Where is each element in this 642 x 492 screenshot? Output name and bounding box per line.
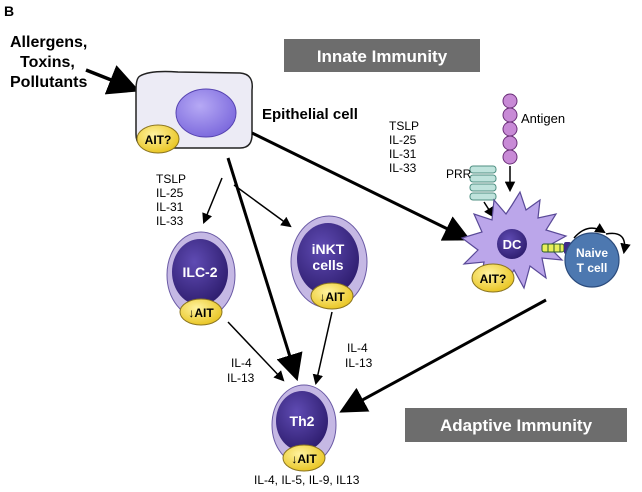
epithelial-cytokines-left: TSLP IL-25 IL-31 IL-33 <box>156 172 186 228</box>
naive-t-feedback-arrow-right <box>605 232 631 255</box>
il13-right: IL-13 <box>345 356 373 370</box>
arrow-to-ilc2 <box>202 177 223 224</box>
ilc2-label: ILC-2 <box>183 264 218 280</box>
il4-right: IL-4 <box>347 341 368 355</box>
epithelial-ait-label: AIT? <box>145 133 172 147</box>
naive-t-feedback-arrow-top <box>573 223 606 239</box>
arrow-inkt-to-th2 <box>312 311 333 386</box>
cytokine-il33-right: IL-33 <box>389 161 417 175</box>
naive-t-cell: Naive T cell <box>564 232 620 288</box>
cytokine-il25-right: IL-25 <box>389 133 417 147</box>
trigger-toxins: Toxins, <box>20 54 75 71</box>
trigger-arrow <box>85 65 140 95</box>
adaptive-immunity-label: Adaptive Immunity <box>440 416 593 435</box>
ilc2-ait-label: ↓AIT <box>188 306 214 320</box>
arrow-naive-to-th2 <box>339 298 547 413</box>
dc-label: DC <box>503 237 522 252</box>
antigen-chain <box>502 93 518 165</box>
arrow-ilc2-to-th2 <box>227 321 285 382</box>
cytokine-tslp-right: TSLP <box>389 119 419 133</box>
arrow-to-inkt <box>233 184 292 228</box>
epithelial-cytokines-right: TSLP IL-25 IL-31 IL-33 <box>389 119 419 175</box>
naive-t-label-line1: Naive <box>576 246 608 260</box>
cytokine-tslp: TSLP <box>156 172 186 186</box>
cytokine-il33: IL-33 <box>156 214 184 228</box>
naive-t-label-line2: T cell <box>577 261 608 275</box>
prr-label: PRR <box>446 167 472 181</box>
dendritic-cell: DC AIT? <box>460 190 568 293</box>
antigen-label: Antigen <box>521 111 565 126</box>
epithelial-ait-badge <box>136 124 180 154</box>
cytokine-il25: IL-25 <box>156 186 184 200</box>
il13-left: IL-13 <box>227 371 255 385</box>
th2-ait-badge <box>282 444 326 472</box>
th2-outputs: IL-4, IL-5, IL-9, IL13 <box>254 473 360 487</box>
il4-left: IL-4 <box>231 356 252 370</box>
il-labels-left: IL-4 IL-13 <box>227 356 255 385</box>
innate-immunity-label: Innate Immunity <box>317 47 448 66</box>
arrow-epithelial-to-th2 <box>226 157 303 382</box>
arrow-prr-to-dc <box>483 201 495 218</box>
il-labels-right: IL-4 IL-13 <box>345 341 373 370</box>
prr-receptor <box>469 165 497 201</box>
trigger-pollutants: Pollutants <box>10 74 87 91</box>
trigger-allergens: Allergens, <box>10 34 87 51</box>
ilc2-cell: ILC-2 ↓AIT <box>166 231 236 326</box>
dc-ait-label: AIT? <box>480 272 507 286</box>
inkt-label-line1: iNKT <box>312 241 345 257</box>
th2-ait-label: ↓AIT <box>291 452 317 466</box>
inkt-label-line2: cells <box>312 257 343 273</box>
cytokine-il31-right: IL-31 <box>389 147 417 161</box>
epithelial-cell-label: Epithelial cell <box>262 106 358 123</box>
trigger-labels: Allergens, Toxins, Pollutants <box>10 34 87 91</box>
adaptive-immunity-banner: Adaptive Immunity <box>405 408 627 442</box>
epithelial-cell: AIT? <box>135 70 253 154</box>
epithelial-nucleus <box>175 88 237 138</box>
inkt-ait-label: ↓AIT <box>319 290 345 304</box>
inkt-cell: iNKT cells ↓AIT <box>290 215 368 310</box>
innate-immunity-banner: Innate Immunity <box>284 39 480 72</box>
th2-label: Th2 <box>290 413 315 429</box>
cytokine-il31: IL-31 <box>156 200 184 214</box>
panel-label: B <box>4 3 14 19</box>
arrow-epithelial-to-dc <box>251 131 471 241</box>
inkt-ait-badge <box>310 282 354 310</box>
dc-ait-badge <box>471 263 515 293</box>
ilc2-ait-badge <box>179 298 223 326</box>
th2-cell: Th2 ↓AIT <box>271 384 337 472</box>
